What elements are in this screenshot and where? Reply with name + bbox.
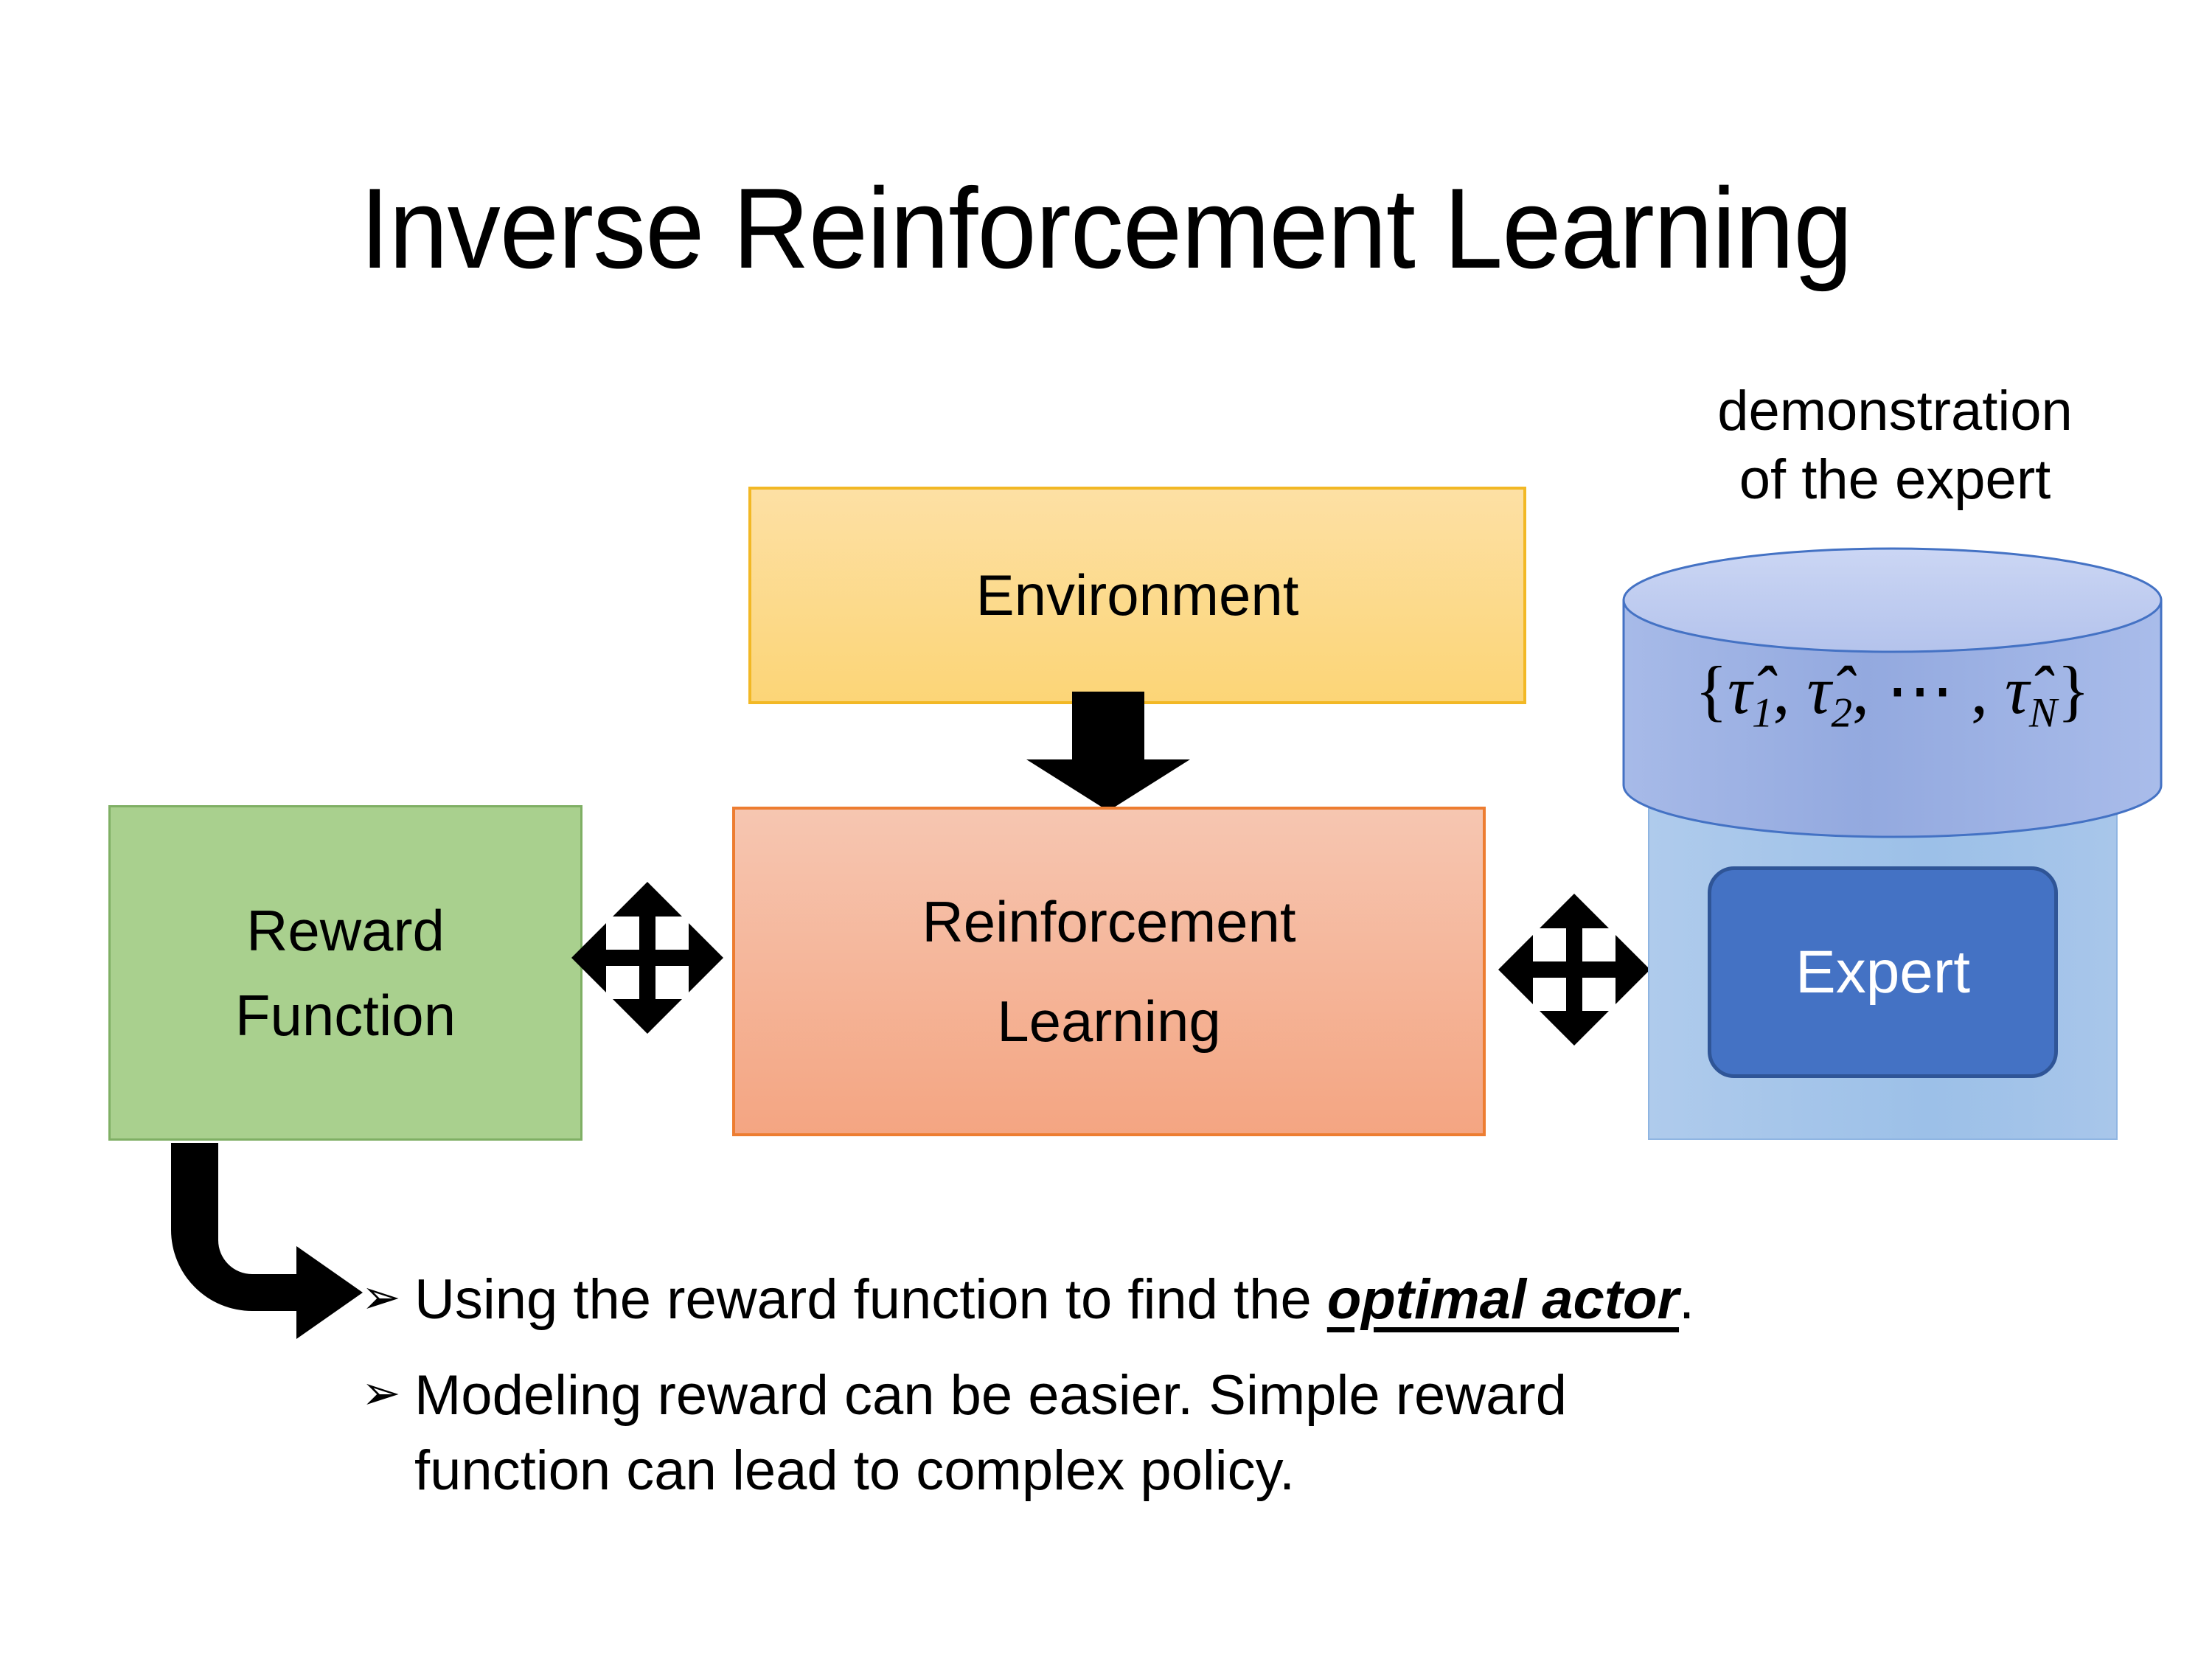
bullet-1-text-after: . bbox=[1679, 1268, 1695, 1331]
formula-sub-2: 2 bbox=[1831, 689, 1852, 737]
bullet-text-1: Using the reward function to find the op… bbox=[414, 1262, 2057, 1338]
formula-tau-1: τ̂ bbox=[1728, 653, 1752, 728]
list-item: ➢ Modeling reward can be easier. Simple … bbox=[361, 1358, 2057, 1509]
demonstration-caption-line2: of the expert bbox=[1739, 448, 2051, 511]
formula-sub-3: N bbox=[2028, 689, 2057, 737]
rl-label-line2: Learning bbox=[997, 988, 1221, 1054]
reward-label-spacer bbox=[235, 965, 456, 981]
expert-box[interactable]: Expert bbox=[1708, 866, 2058, 1078]
demonstration-formula: {τ̂1, τ̂2, ⋯ , τ̂N} bbox=[1622, 656, 2163, 734]
reinforcement-learning-box[interactable]: Reinforcement Learning bbox=[732, 807, 1486, 1136]
bullet-text-2: Modeling reward can be easier. Simple re… bbox=[414, 1358, 2057, 1509]
page-title: Inverse Reinforcement Learning bbox=[360, 164, 1852, 292]
rl-label-line1: Reinforcement bbox=[922, 889, 1296, 955]
four-way-arrow-icon bbox=[1498, 894, 1650, 1046]
elbow-arrow-icon bbox=[171, 1143, 363, 1339]
expert-label: Expert bbox=[1795, 938, 1970, 1006]
down-arrow-icon bbox=[1026, 692, 1190, 811]
reward-label-line2: Function bbox=[234, 982, 456, 1048]
reward-label-line1: Reward bbox=[246, 898, 445, 964]
bullet-1-emphasis: optimal actor bbox=[1326, 1268, 1680, 1331]
rl-label-spacer bbox=[922, 956, 1295, 987]
formula-sep-1: , bbox=[1773, 653, 1807, 728]
formula-tau-3: τ̂ bbox=[2004, 653, 2029, 728]
bullet-arrow-icon: ➢ bbox=[361, 1366, 401, 1421]
bullet-arrow-icon: ➢ bbox=[361, 1270, 401, 1325]
demonstration-caption-line1: demonstration bbox=[1717, 380, 2073, 442]
formula-open-brace: { bbox=[1694, 653, 1728, 728]
demonstration-cylinder bbox=[1622, 547, 2163, 838]
four-way-arrow-icon bbox=[571, 882, 723, 1034]
bullet-1-text-before: Using the reward function to find the bbox=[414, 1268, 1327, 1331]
bullet-2-line1: Modeling reward can be easier. Simple re… bbox=[414, 1363, 1568, 1427]
reward-function-box[interactable]: Reward Function bbox=[108, 805, 582, 1141]
bullet-list: ➢ Using the reward function to find the … bbox=[361, 1262, 2057, 1528]
demonstration-caption: demonstration of the expert bbox=[1622, 378, 2168, 514]
bullet-2-line2: function can lead to complex policy. bbox=[414, 1439, 1295, 1502]
formula-tau-2: τ̂ bbox=[1806, 653, 1832, 728]
environment-label: Environment bbox=[975, 563, 1299, 628]
formula-sep-2: , ⋯ , bbox=[1851, 653, 2005, 728]
formula-sub-1: 1 bbox=[1751, 689, 1773, 737]
formula-close-brace: } bbox=[2056, 653, 2090, 728]
list-item: ➢ Using the reward function to find the … bbox=[361, 1262, 2057, 1338]
environment-box[interactable]: Environment bbox=[748, 487, 1526, 704]
